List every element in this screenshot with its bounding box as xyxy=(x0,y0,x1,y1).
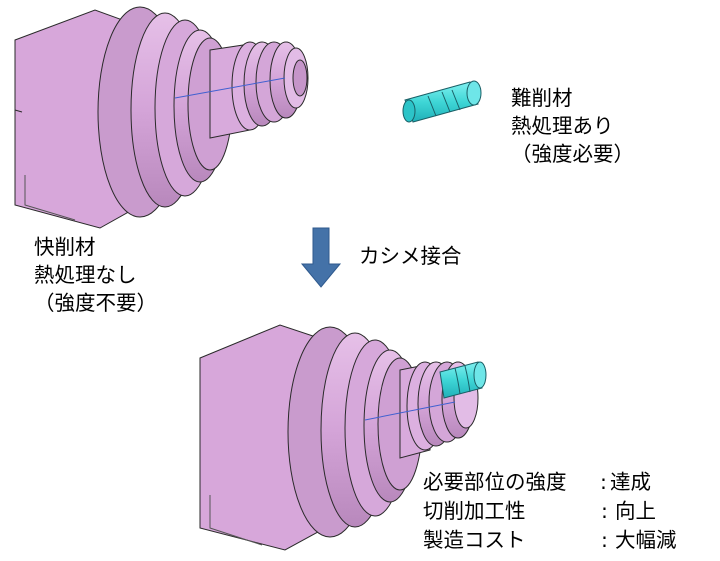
result-row: 製造コスト : 大幅減 xyxy=(423,526,720,555)
base-line-2: 熱処理なし xyxy=(34,263,137,287)
process-label: カシメ接合 xyxy=(359,244,462,268)
result-item: 切削加工性 xyxy=(423,499,526,523)
insert-line-3: （強度必要） xyxy=(511,142,634,166)
base-line-1: 快削材 xyxy=(34,235,96,259)
insert-description: 難削材 熱処理あり （強度必要） xyxy=(511,84,634,168)
result-sep: : xyxy=(601,499,608,523)
base-description: 快削材 熱処理なし （強度不要） xyxy=(34,233,157,317)
result-item: 製造コスト xyxy=(423,528,526,552)
insert-part xyxy=(402,80,482,123)
result-item: 必要部位の強度 xyxy=(423,470,567,494)
base-part-before xyxy=(14,6,309,229)
process-arrow xyxy=(300,227,342,288)
assembled-part xyxy=(199,324,487,551)
result-value: 達成 xyxy=(610,470,651,494)
result-value: 大幅減 xyxy=(615,528,677,552)
results-list: 必要部位の強度 : 達成 切削加工性 : 向上 製造コスト : 大幅減 xyxy=(423,468,720,555)
insert-line-2: 熱処理あり xyxy=(511,114,614,138)
insert-line-1: 難削材 xyxy=(511,86,573,110)
result-value: 向上 xyxy=(615,499,656,523)
result-row: 必要部位の強度 : 達成 xyxy=(423,468,720,497)
result-sep: : xyxy=(600,470,607,494)
base-line-3: （強度不要） xyxy=(34,291,157,315)
result-sep: : xyxy=(601,528,608,552)
result-row: 切削加工性 : 向上 xyxy=(423,497,720,526)
